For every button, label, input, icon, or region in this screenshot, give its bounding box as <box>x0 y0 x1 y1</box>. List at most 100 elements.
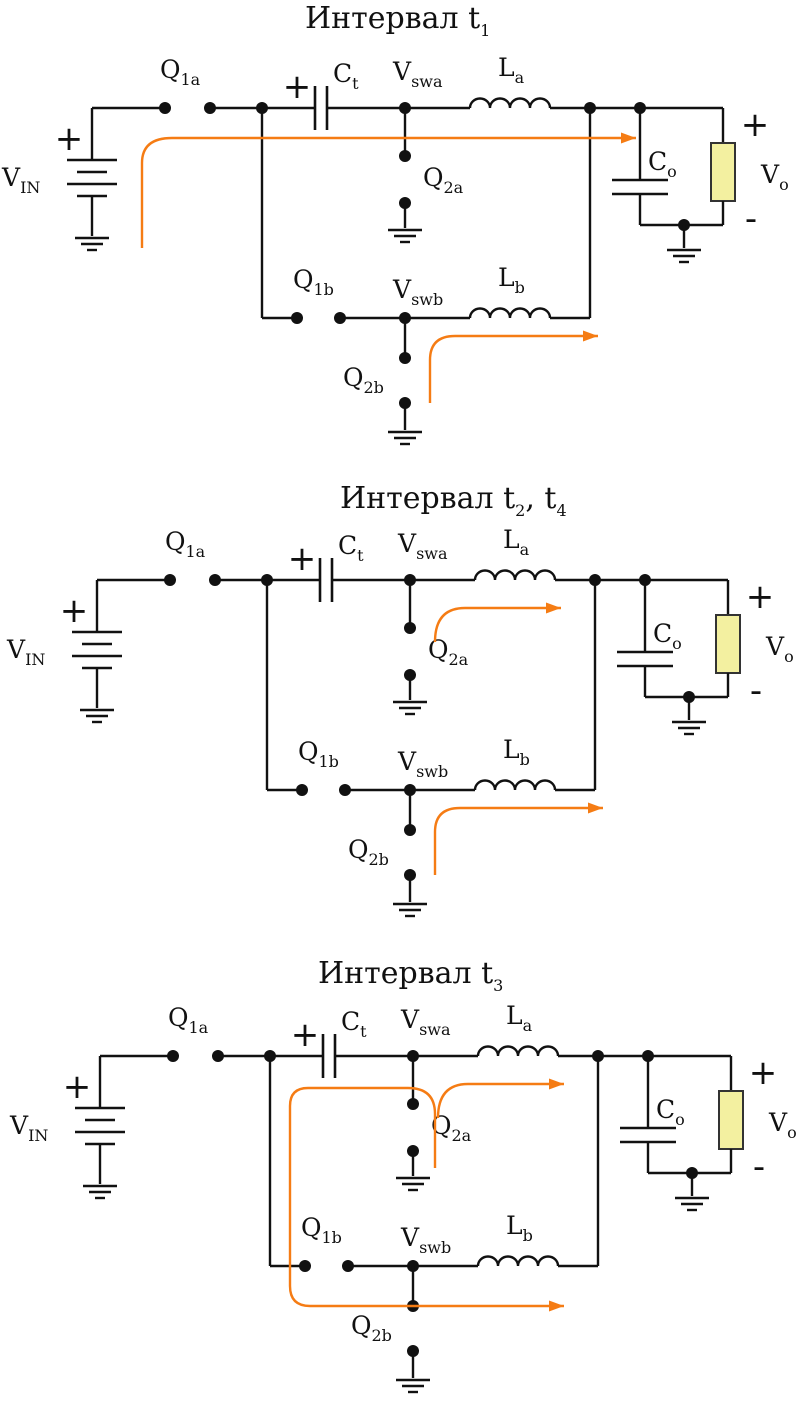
vin-label-subscript: IN <box>25 650 45 669</box>
vin-label-main: V <box>6 635 26 664</box>
current-flow-arrow <box>140 136 636 248</box>
q1a-label-subscript: 1a <box>181 70 201 89</box>
current-flow-arrow-head <box>546 602 561 614</box>
vswa-label-main: V <box>400 1005 420 1034</box>
ground-symbol <box>675 1196 709 1212</box>
vin-label: VIN <box>1 163 40 197</box>
co-label-subscript: o <box>672 634 682 653</box>
inductor-la <box>473 569 557 581</box>
la-label: La <box>498 53 525 87</box>
co-label: Co <box>656 1095 685 1129</box>
vo-plus-sign: + <box>746 577 775 617</box>
q1a-label-subscript: 1a <box>186 542 206 561</box>
q1b-label-main: Q <box>298 737 319 766</box>
vin-label-main: V <box>9 1111 29 1140</box>
ground-symbol <box>393 902 427 918</box>
switch-contact <box>164 574 176 586</box>
title-subscript: 2 <box>515 501 525 520</box>
ct-label-main: C <box>338 531 357 560</box>
q1b-label-subscript: 1b <box>322 1228 342 1247</box>
vo-label-subscript: o <box>779 175 789 194</box>
current-flow-arrow <box>433 806 603 875</box>
vin-label-main: V <box>1 163 21 192</box>
vo-label: Vo <box>760 160 789 194</box>
title-subscript: 3 <box>493 976 503 995</box>
vswa-label-subscript: swa <box>419 1020 451 1039</box>
ground-symbol <box>393 700 427 716</box>
current-flow-arrow <box>428 334 598 403</box>
vswb-label-main: V <box>400 1223 420 1252</box>
vswa-label: Vswa <box>397 529 448 563</box>
q2b-label-subscript: 2b <box>369 850 389 869</box>
q2b-label: Q2b <box>343 363 384 397</box>
q2b-label-main: Q <box>348 835 369 864</box>
title-base: Интервал t <box>318 956 493 991</box>
diagram-title: Интервал t2, t4 <box>340 481 567 520</box>
co-label-main: C <box>648 147 667 176</box>
ct-label: Ct <box>341 1007 367 1041</box>
vin-plus-sign: + <box>60 591 89 631</box>
ground-symbol <box>388 228 422 244</box>
ct-label-subscript: t <box>357 546 364 565</box>
co-label-main: C <box>653 619 672 648</box>
q1a-label-main: Q <box>165 527 186 556</box>
vswb-label: Vswb <box>392 275 443 309</box>
q1b-label-main: Q <box>293 265 314 294</box>
lb-label: Lb <box>506 1211 533 1245</box>
vo-label-subscript: o <box>787 1123 797 1142</box>
vo-label-main: V <box>765 632 785 661</box>
la-label-main: L <box>503 525 520 554</box>
title-separator: , t <box>525 481 556 516</box>
current-flow-arrow <box>436 1082 564 1119</box>
ct-label-subscript: t <box>360 1022 367 1041</box>
ct-label-subscript: t <box>352 74 359 93</box>
q1b-label: Q1b <box>298 737 339 771</box>
ct-plus-sign: + <box>283 67 312 107</box>
switch-contact <box>399 352 411 364</box>
vswb-label: Vswb <box>397 747 448 781</box>
q1a-label-main: Q <box>160 55 181 84</box>
inductor-lb <box>476 1255 560 1267</box>
la-label-main: L <box>506 1001 523 1030</box>
q2a-label-subscript: 2a <box>452 1126 472 1145</box>
ground-symbol <box>667 248 701 264</box>
vo-label-subscript: o <box>784 647 794 666</box>
vin-label: VIN <box>6 635 45 669</box>
ground-symbol <box>388 430 422 446</box>
lb-label-main: L <box>503 735 520 764</box>
q2b-label: Q2b <box>348 835 389 869</box>
current-flow-arrow-head <box>583 330 598 342</box>
co-label-subscript: o <box>667 162 677 181</box>
q2a-label: Q2a <box>428 635 469 669</box>
vo-plus-sign: + <box>749 1053 778 1093</box>
vin-plus-sign: + <box>63 1067 92 1107</box>
title-base: Интервал t <box>305 1 480 36</box>
inductor-la <box>468 97 552 109</box>
q2a-label: Q2a <box>423 163 464 197</box>
current-flow-arrow-head <box>621 132 636 144</box>
vin-plus-sign: + <box>55 119 84 159</box>
switch-contact <box>399 150 411 162</box>
co-label: Co <box>648 147 677 181</box>
la-label: La <box>506 1001 533 1035</box>
ct-plus-sign: + <box>291 1015 320 1055</box>
lb-label-main: L <box>498 263 515 292</box>
load-resistor <box>715 614 741 674</box>
q1b-label-subscript: 1b <box>314 280 334 299</box>
la-label-subscript: a <box>520 540 530 559</box>
vswb-label-main: V <box>392 275 412 304</box>
vswb-label-subscript: swb <box>419 1238 451 1257</box>
la-label: La <box>503 525 530 559</box>
q1a-label-main: Q <box>168 1003 189 1032</box>
la-label-subscript: a <box>515 68 525 87</box>
vo-label-main: V <box>760 160 780 189</box>
vswa-label-main: V <box>392 57 412 86</box>
ct-plus-sign: + <box>288 539 317 579</box>
vin-label-subscript: IN <box>20 178 40 197</box>
vswa-label: Vswa <box>400 1005 451 1039</box>
vo-plus-sign: + <box>741 105 770 145</box>
q2b-label-subscript: 2b <box>372 1326 392 1345</box>
load-resistor <box>710 142 736 202</box>
